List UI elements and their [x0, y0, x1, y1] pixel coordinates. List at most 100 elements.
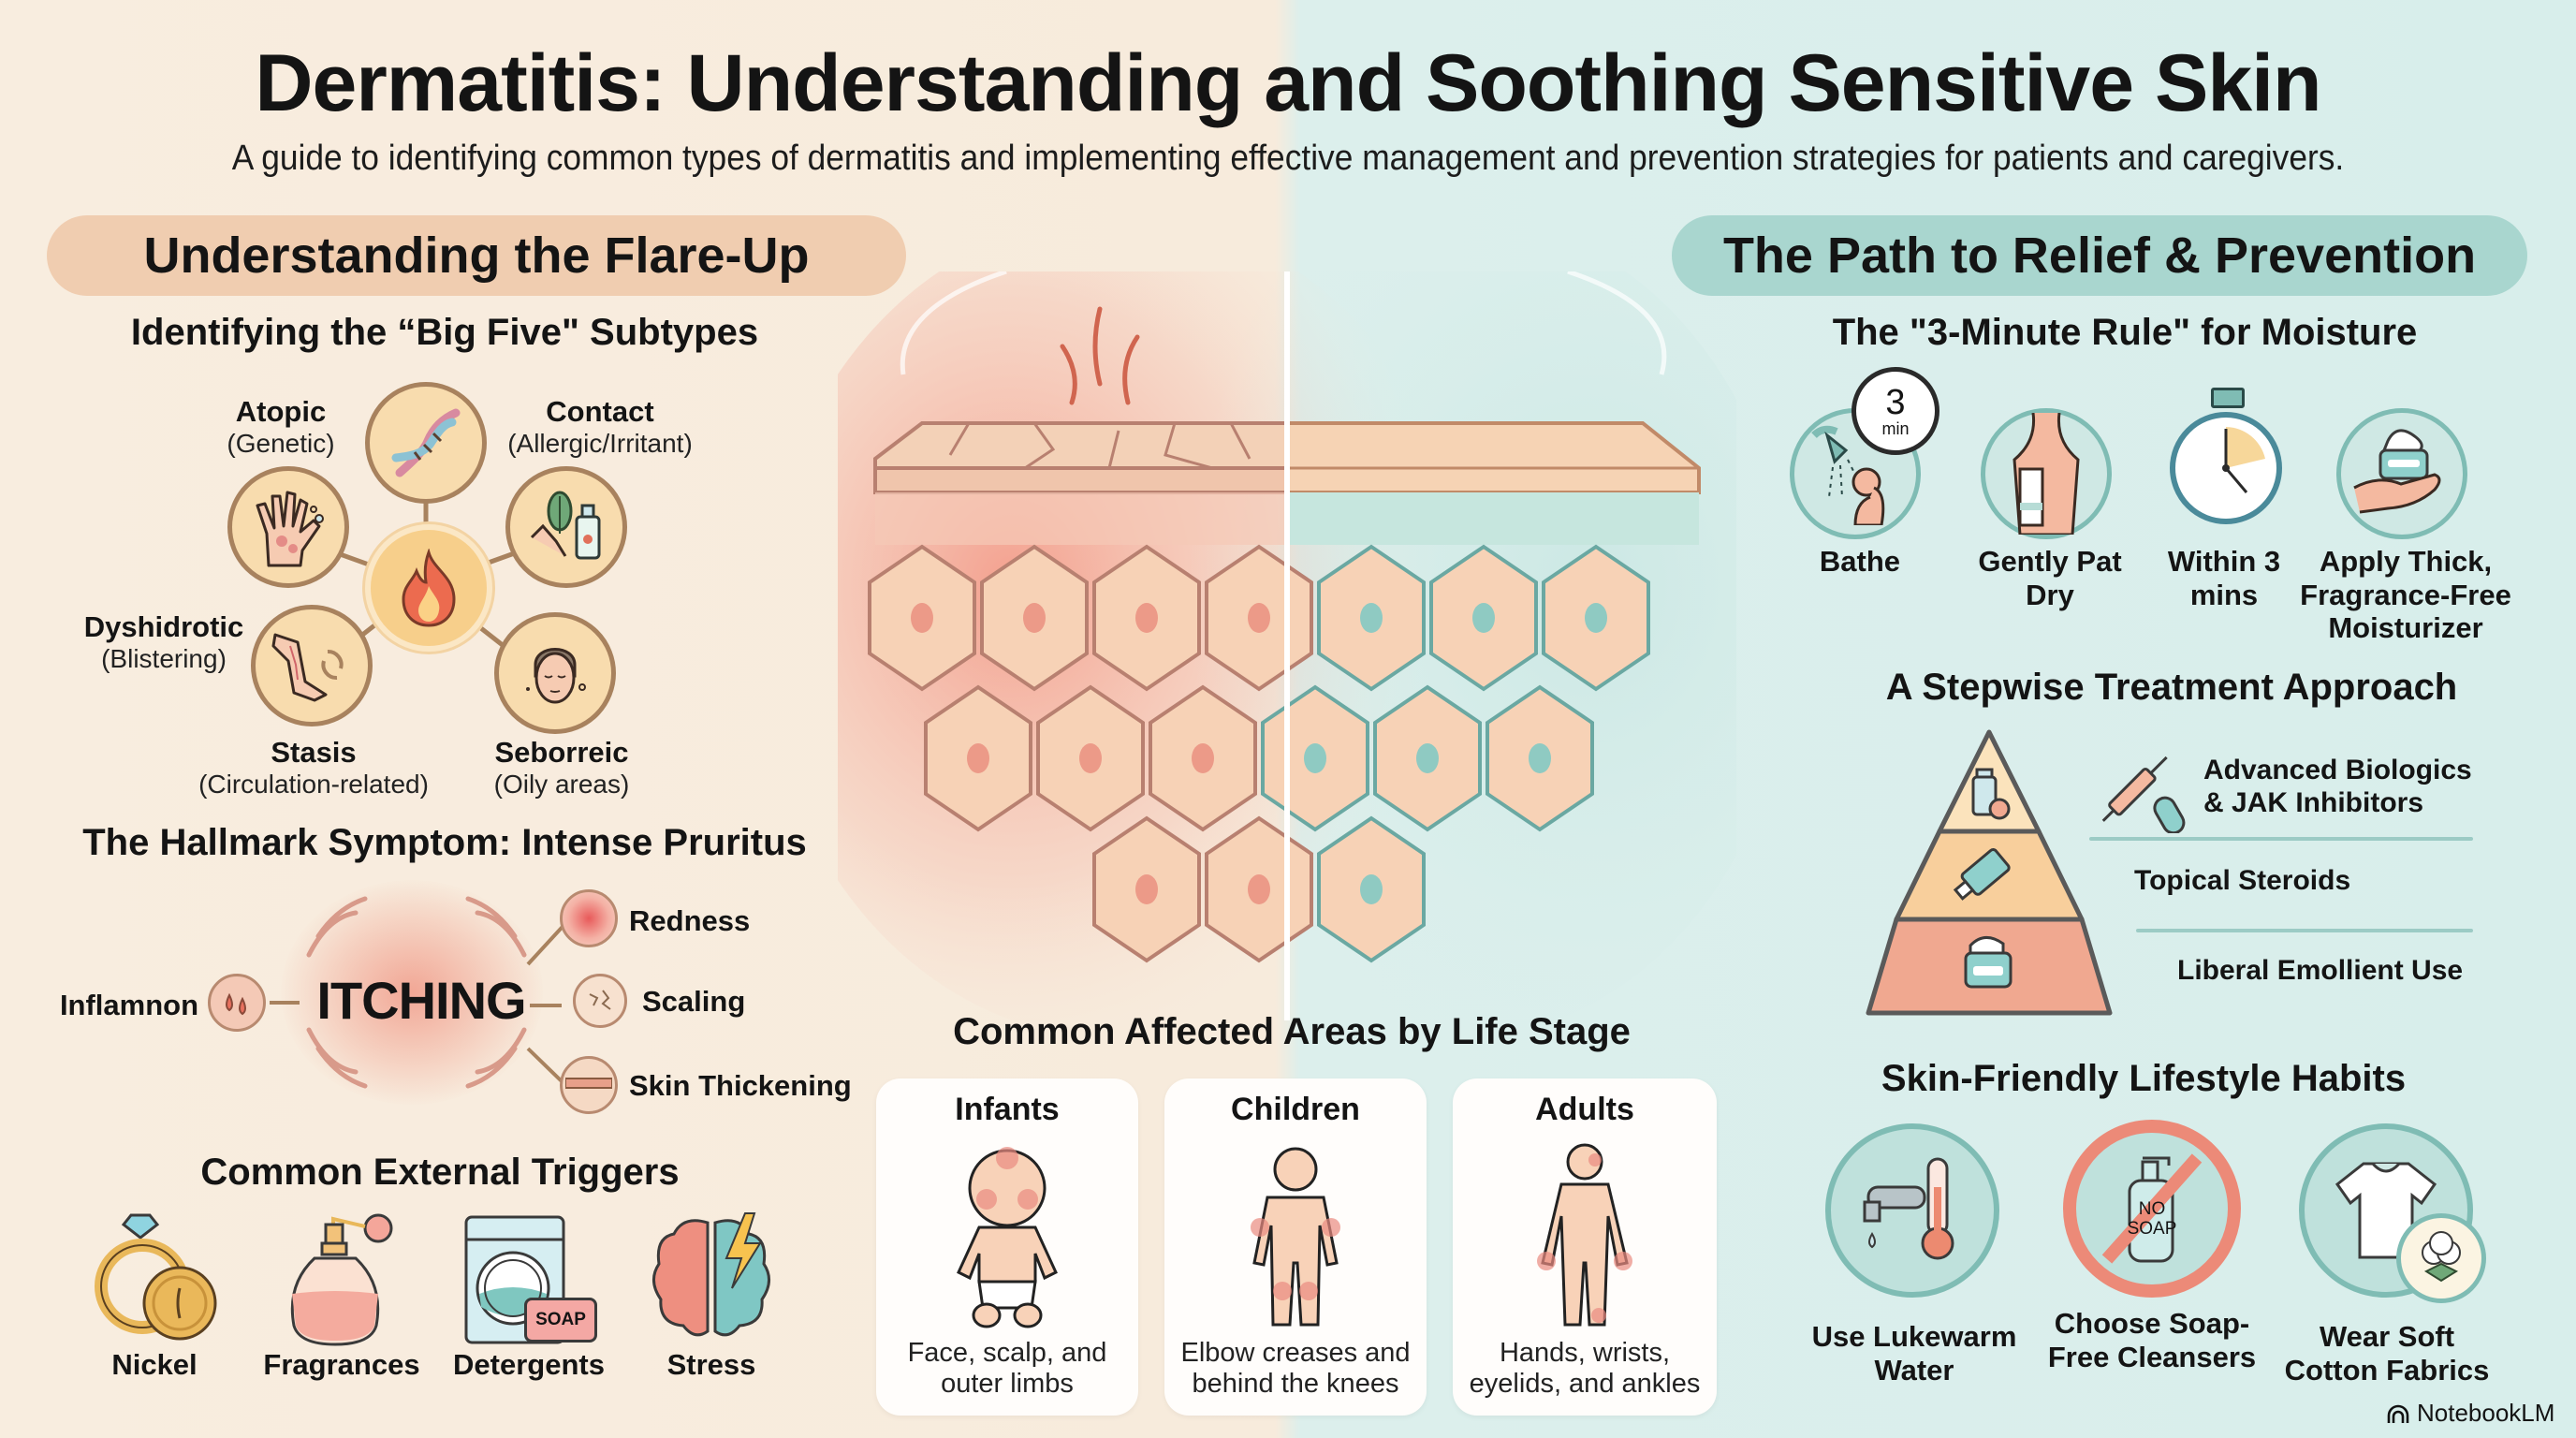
adults-title: Adults — [1535, 1092, 1634, 1127]
trigger-detergents-label: Detergents — [453, 1348, 605, 1381]
subtype-stasis-circle — [251, 605, 373, 726]
subtype-dyshidrotic-label: Dyshidrotic (Blistering) — [83, 610, 244, 673]
life-stage-card-adults: Adults Hands, wrists, eyelids, and ankle… — [1453, 1078, 1717, 1416]
pruritus-heading: The Hallmark Symptom: Intense Pruritus — [82, 822, 807, 863]
trigger-fragrances — [281, 1210, 402, 1350]
stopwatch-icon — [2222, 427, 2265, 493]
timer-value: 3 — [1885, 383, 1906, 422]
cotton-badge — [2396, 1213, 2486, 1303]
tier-emollient-label: Liberal Emollient Use — [2177, 955, 2464, 986]
leg-circulation-icon — [271, 633, 344, 702]
damaged-stratum — [873, 421, 1289, 470]
dna-icon — [391, 408, 461, 477]
ring-coin-icon — [95, 1213, 217, 1341]
subtype-dyshidrotic-circle — [227, 466, 349, 588]
children-title: Children — [1231, 1092, 1360, 1127]
no-soap-badge: NO SOAP — [2127, 1199, 2177, 1239]
shower-icon — [1811, 425, 1885, 525]
trigger-stress — [646, 1210, 777, 1350]
cream-jar-icon — [1964, 936, 2012, 989]
habit-lukewarm-circle — [1825, 1123, 1999, 1298]
step-moisturizer-label: Apply Thick, Fragrance-Free Moisturizer — [2300, 545, 2511, 645]
subtype-atopic-label: Atopic (Genetic) — [227, 395, 335, 458]
brain-lightning-icon — [652, 1212, 770, 1337]
subtype-seborreic-circle — [494, 612, 616, 734]
thickening-icon — [560, 1056, 618, 1114]
subtype-center — [365, 524, 492, 652]
skin-barrier-comparison-illustration — [838, 271, 1736, 1020]
infants-desc: Face, scalp, and outer limbs — [907, 1338, 1107, 1400]
cell-nucleus — [1360, 603, 1383, 633]
page-title: Dermatitis: Understanding and Soothing S… — [255, 38, 2321, 128]
heat-lines — [1060, 306, 1140, 405]
trigger-stress-label: Stress — [666, 1348, 756, 1381]
cell-nucleus — [1023, 603, 1046, 633]
cell-nucleus — [1529, 743, 1551, 773]
life-stage-card-infants: Infants Face, scalp, and outer limbs — [876, 1078, 1138, 1416]
subtype-contact-circle — [505, 466, 627, 588]
brand-watermark: NotebookLM — [2387, 1399, 2554, 1428]
cell-nucleus — [1135, 603, 1158, 633]
child-figure-icon — [1251, 1147, 1340, 1327]
page-subtitle: A guide to identifying common types of d… — [231, 139, 2345, 178]
cell-nucleus — [1135, 874, 1158, 904]
cell-nucleus — [967, 743, 989, 773]
timer-unit: min — [1881, 419, 1910, 438]
rule-heading: The "3-Minute Rule" for Moisture — [1832, 312, 2418, 353]
cell-nucleus — [1472, 603, 1495, 633]
right-section-banner: The Path to Relief & Prevention — [1672, 215, 2527, 296]
step-pat-dry-label: Gently Pat Dry — [1978, 545, 2122, 611]
treatment-heading: A Stepwise Treatment Approach — [1885, 667, 2458, 708]
children-desc: Elbow creases and behind the knees — [1180, 1338, 1411, 1400]
scaling-label: Scaling — [642, 985, 746, 1018]
tier-advanced-label: Advanced Biologics & JAK Inhibitors — [2203, 755, 2472, 818]
inflammation-drops-icon — [208, 974, 266, 1032]
cell-nucleus — [1360, 874, 1383, 904]
timer-badge: 3 min — [1852, 367, 1939, 455]
subtypes-heading: Identifying the “Big Five" Subtypes — [130, 312, 759, 353]
adult-figure-icon — [1537, 1143, 1632, 1327]
faucet-thermometer-icon — [1863, 1157, 1954, 1260]
adults-desc: Hands, wrists, eyelids, and ankles — [1469, 1338, 1701, 1400]
trigger-nickel — [84, 1210, 225, 1350]
inflammation-label: Inflamnon — [59, 989, 199, 1021]
cell-nucleus — [1304, 743, 1326, 773]
subtype-seborreic-label: Seborreic (Oily areas) — [493, 736, 630, 799]
subtype-stasis-label: Stasis (Circulation-related) — [198, 736, 429, 799]
stopwatch-crown — [2211, 388, 2245, 408]
tube-icon — [1953, 848, 2011, 901]
cell-nucleus — [1248, 603, 1270, 633]
itching-center-label: ITCHING — [316, 971, 526, 1030]
infants-title: Infants — [955, 1092, 1060, 1127]
infant-figure-icon — [957, 1147, 1058, 1328]
cell-nucleus — [1248, 874, 1270, 904]
moisturizer-jar-icon — [2353, 429, 2441, 514]
inflammation-connector — [270, 1001, 300, 1005]
trigger-fragrances-label: Fragrances — [263, 1348, 420, 1381]
life-stages-heading: Common Affected Areas by Life Stage — [953, 1011, 1631, 1052]
right-banner-label: The Path to Relief & Prevention — [1722, 227, 2477, 284]
treatment-pyramid — [1866, 729, 2113, 1016]
cell-nucleus — [1079, 743, 1102, 773]
intact-stratum — [1285, 421, 1701, 494]
step-bathe-label: Bathe — [1819, 545, 1901, 578]
soap-badge: SOAP — [524, 1298, 597, 1343]
redness-label: Redness — [629, 904, 751, 937]
cotton-flower-icon — [2422, 1231, 2461, 1283]
habit-soap-free-label: Choose Soap-Free Cleansers — [2047, 1307, 2257, 1373]
syringe-pill-icon — [2101, 756, 2186, 833]
left-banner-label: Understanding the Flare-Up — [143, 227, 810, 284]
towel-icon — [2012, 413, 2080, 535]
cell-nucleus — [1416, 743, 1439, 773]
left-section-banner: Understanding the Flare-Up — [47, 215, 906, 296]
trigger-nickel-label: Nickel — [111, 1348, 198, 1381]
treatment-divider-1 — [2089, 837, 2473, 841]
no-soap-icon — [2101, 1153, 2203, 1264]
cell-nucleus — [1192, 743, 1214, 773]
blistered-hand-icon — [256, 491, 324, 567]
triggers-heading: Common External Triggers — [200, 1152, 680, 1193]
pill-bottle-icon — [1971, 768, 2011, 820]
within-3-mins-circle — [2170, 412, 2282, 524]
cell-nucleus — [911, 603, 933, 633]
subtype-contact-label: Contact (Allergic/Irritant) — [507, 395, 693, 458]
